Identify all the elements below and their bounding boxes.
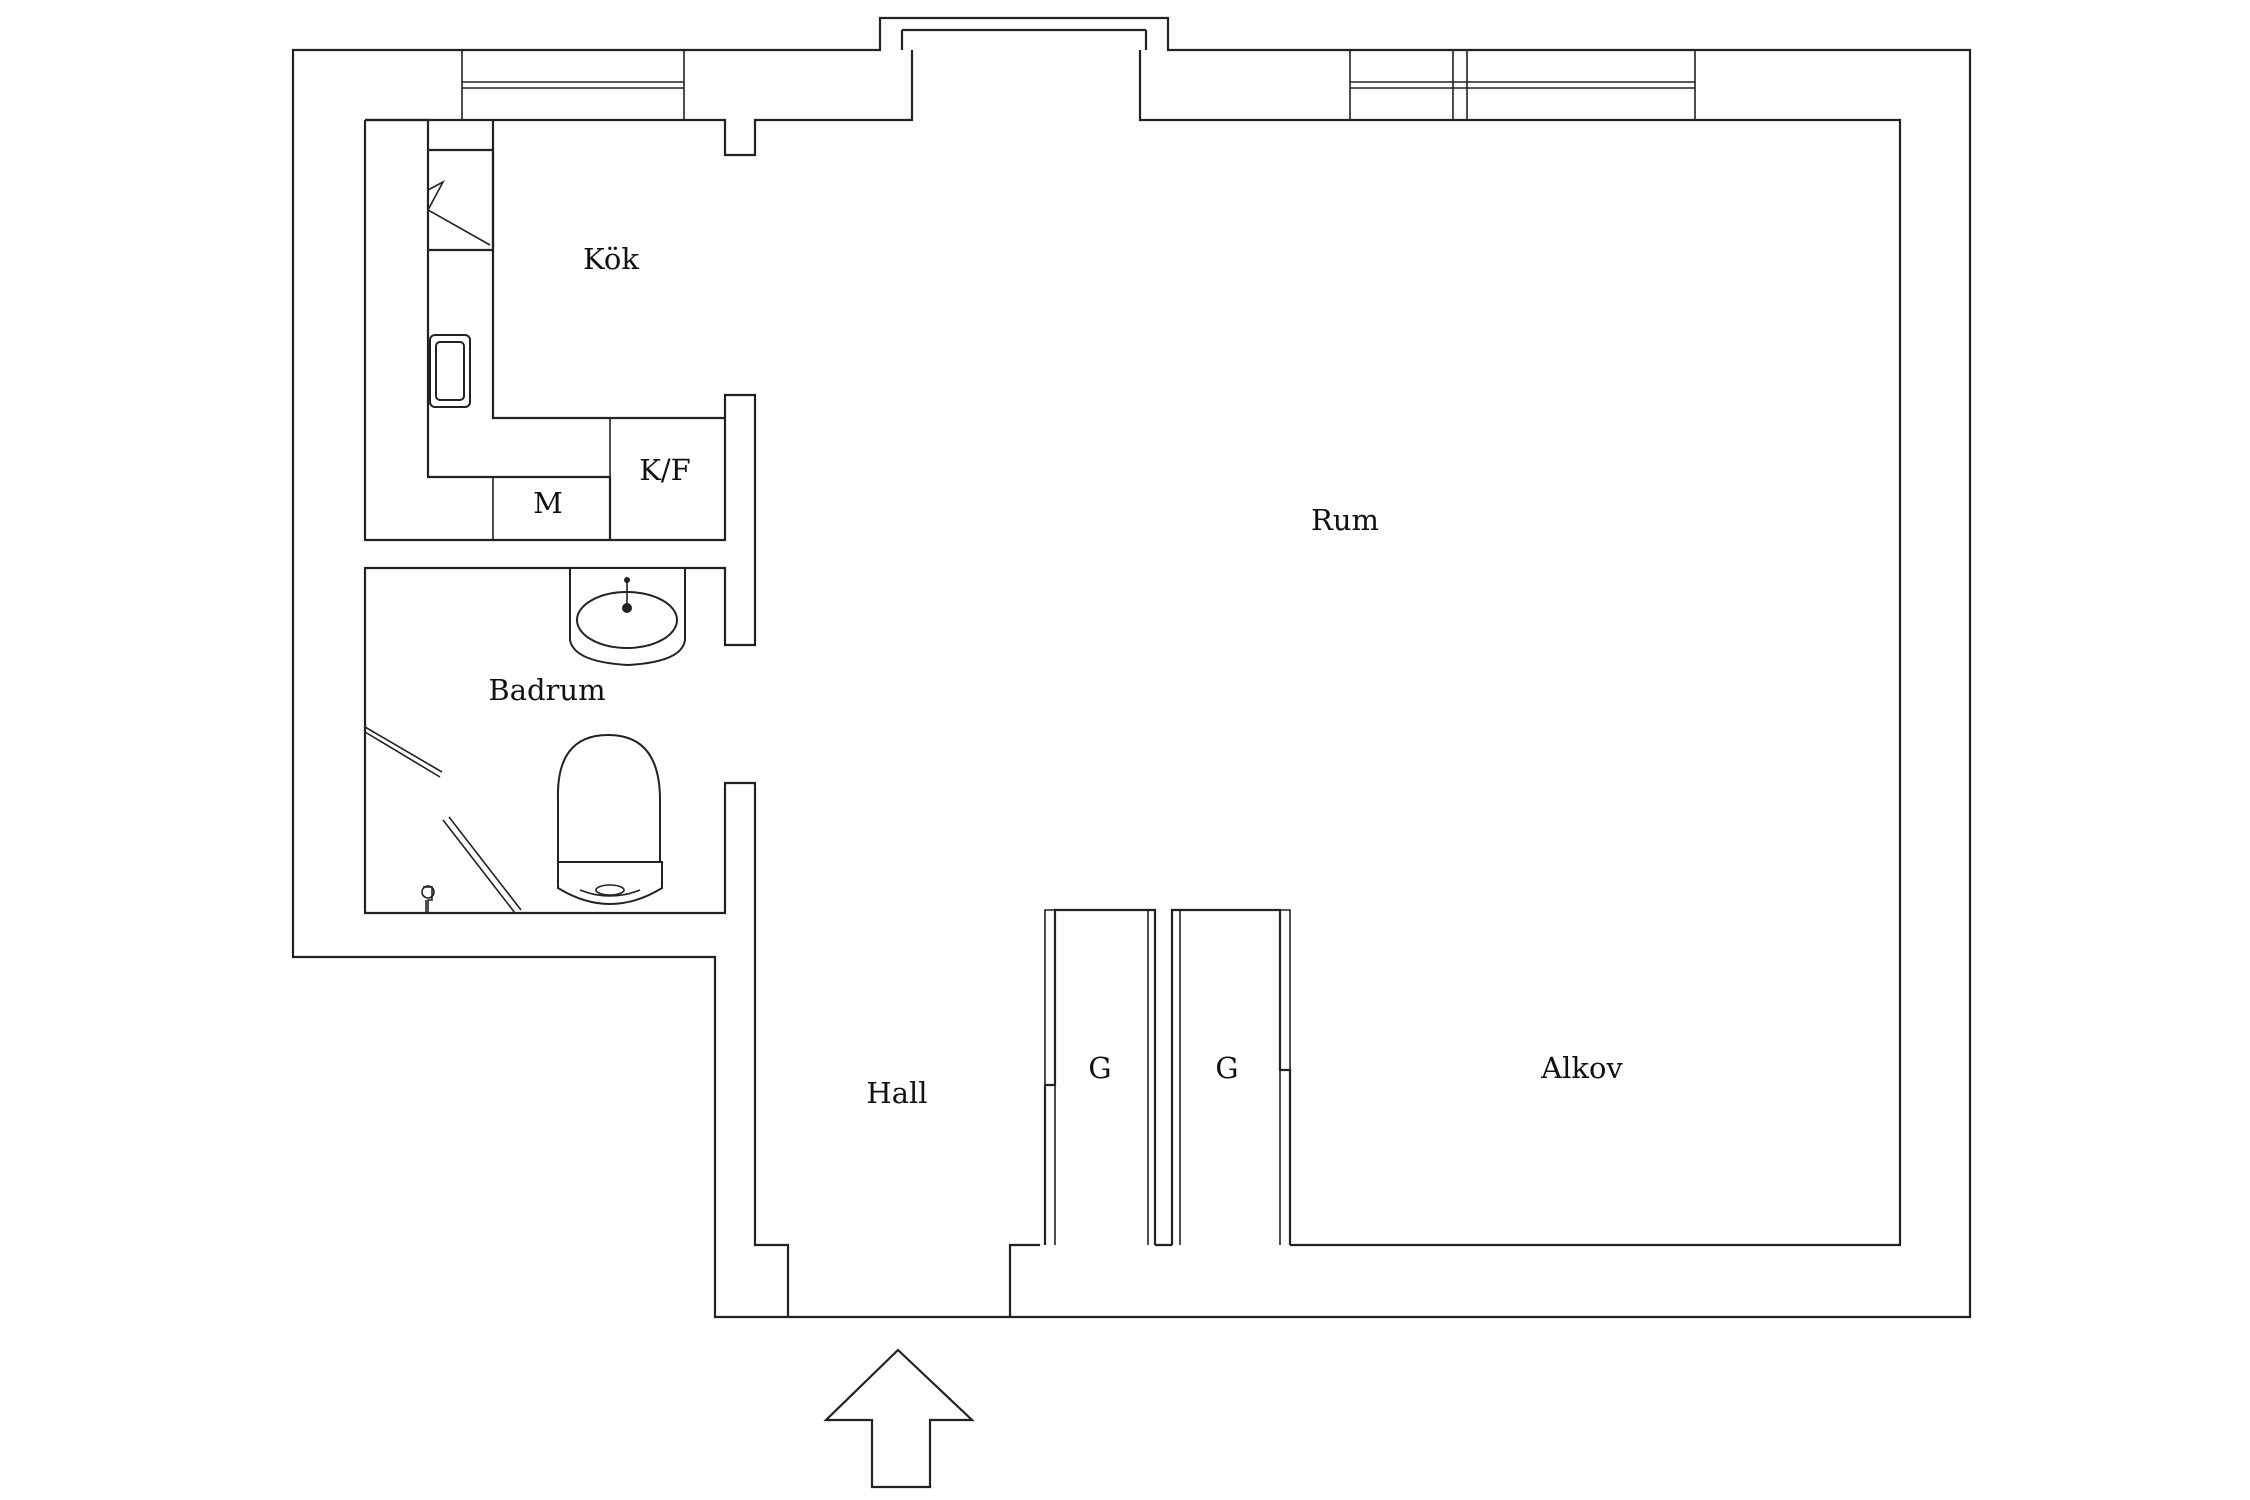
room-label-g-left: G bbox=[1088, 1051, 1111, 1085]
room-label-badrum: Badrum bbox=[488, 673, 605, 707]
up-arrow-icon bbox=[823, 1348, 975, 1489]
kitchen-counter bbox=[365, 118, 725, 540]
inner-walls bbox=[363, 50, 1902, 1317]
room-label-m: M bbox=[533, 486, 563, 520]
window-top-right bbox=[1349, 50, 1696, 120]
room-label-kok: Kök bbox=[583, 242, 639, 276]
shower-screen bbox=[364, 726, 522, 914]
room-label-g-right: G bbox=[1215, 1051, 1238, 1085]
kitchen-sink-icon bbox=[429, 334, 471, 408]
outer-walls bbox=[291, 16, 1972, 1319]
wardrobe-left bbox=[1043, 908, 1157, 1245]
window-top-left bbox=[461, 50, 685, 120]
room-label-rum: Rum bbox=[1311, 503, 1379, 537]
room-label-hall: Hall bbox=[866, 1076, 927, 1110]
room-label-alkov: Alkov bbox=[1540, 1051, 1623, 1085]
room-label-kf: K/F bbox=[639, 453, 691, 487]
toilet-icon bbox=[556, 733, 663, 905]
washbasin-icon bbox=[569, 567, 686, 667]
wardrobe-right bbox=[1170, 908, 1292, 1245]
